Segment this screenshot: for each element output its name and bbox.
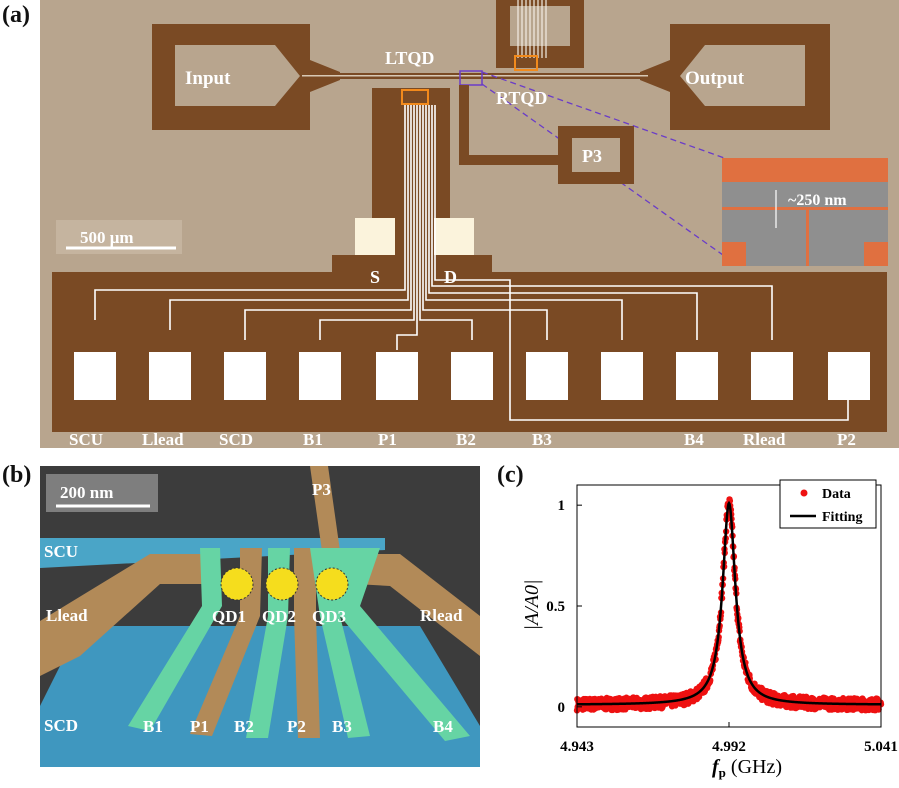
p3-pad-inner bbox=[572, 138, 620, 172]
label-qd3: QD3 bbox=[312, 607, 346, 626]
pad-label: SCD bbox=[219, 430, 253, 448]
label-llead: Llead bbox=[46, 606, 88, 625]
label-source: S bbox=[370, 267, 380, 287]
label-qd1: QD1 bbox=[212, 607, 246, 626]
panel-label-b: (b) bbox=[2, 462, 32, 488]
resonance-chart: 4.943 4.992 5.041 0 0.5 1 Data Fitting fp (GH… bbox=[521, 479, 898, 780]
x-axis-unit: (GHz) bbox=[726, 756, 782, 778]
input-electrode-inner bbox=[175, 45, 300, 106]
gate-label: B4 bbox=[433, 717, 453, 736]
gate-label: P1 bbox=[190, 717, 209, 736]
source-pad bbox=[355, 218, 395, 256]
pad-label: B4 bbox=[684, 430, 704, 448]
bond-pads bbox=[74, 352, 870, 400]
legend-marker-data bbox=[800, 489, 808, 497]
rlead-gate bbox=[355, 554, 480, 656]
fit-line bbox=[577, 500, 881, 706]
scale-bar-label: 200 nm bbox=[60, 483, 113, 502]
label-rlead: Rlead bbox=[420, 606, 463, 625]
label-qd2: QD2 bbox=[262, 607, 296, 626]
x-tick-label: 5.041 bbox=[864, 739, 898, 755]
rtqd-bundle-inner bbox=[510, 6, 570, 46]
x-axis-subscript: p bbox=[719, 765, 726, 780]
x-tick-label: 4.992 bbox=[712, 739, 746, 755]
legend-box bbox=[779, 479, 877, 529]
label-drain: D bbox=[444, 267, 457, 287]
label-output: Output bbox=[685, 68, 745, 89]
label-scu: SCU bbox=[44, 542, 78, 561]
resonator-gap bbox=[302, 75, 648, 77]
panel-label-c: (c) bbox=[497, 462, 524, 488]
x-axis-label: fp (GHz) bbox=[712, 756, 782, 780]
pad-label: B2 bbox=[456, 430, 476, 448]
panel-label-a: (a) bbox=[2, 2, 30, 28]
panel-b-svg: 200 nm P3 SCU Llead Rlead SCD QD1 QD2 QD… bbox=[40, 466, 480, 767]
panel-a-svg: Input Output LTQD RTQD P3 S D 500 μm ~25… bbox=[40, 0, 899, 449]
label-p3: P3 bbox=[582, 146, 602, 166]
label-scd: SCD bbox=[44, 716, 78, 735]
bottom-gate-labels: B1 P1 B2 P2 B3 B4 bbox=[143, 717, 453, 736]
gap-highlight-box bbox=[459, 70, 483, 86]
y-axis-label: |A/A0| bbox=[521, 580, 543, 631]
y-tick-label: 1 bbox=[558, 498, 566, 514]
chart-data-layer bbox=[573, 496, 885, 714]
x-axis-symbol: f bbox=[712, 756, 721, 778]
pad-label: P2 bbox=[837, 430, 856, 448]
x-tick-label: 4.943 bbox=[560, 739, 594, 755]
qd3-dot bbox=[315, 567, 349, 601]
label-ltqd: LTQD bbox=[385, 48, 434, 68]
label-input: Input bbox=[185, 68, 231, 89]
rtqd-marker-box bbox=[514, 55, 538, 71]
llead-gate bbox=[40, 554, 215, 676]
gate-label: P2 bbox=[287, 717, 306, 736]
chart-ticks: 4.943 4.992 5.041 0 0.5 1 bbox=[546, 498, 898, 755]
legend-label-fit: Fitting bbox=[822, 510, 862, 525]
qd2-dot bbox=[265, 567, 299, 601]
gate-pad-bar-top bbox=[332, 255, 492, 275]
output-electrode-inner bbox=[680, 45, 805, 106]
pad-label: P1 bbox=[378, 430, 397, 448]
gate-label: B1 bbox=[143, 717, 163, 736]
pad-label: B1 bbox=[303, 430, 323, 448]
pad-label: Rlead bbox=[743, 430, 786, 448]
qd1-dot bbox=[220, 567, 254, 601]
zoom-line-top bbox=[481, 71, 731, 161]
scale-bar-label: 500 μm bbox=[80, 228, 134, 247]
p3-gate bbox=[310, 466, 340, 551]
gate-label: B3 bbox=[332, 717, 352, 736]
chart-legend: Data Fitting bbox=[779, 479, 877, 529]
panel-a-device-image: Input Output LTQD RTQD P3 S D 500 μm ~25… bbox=[40, 0, 899, 449]
inset-sem bbox=[722, 158, 888, 266]
panel-c-chart: 4.943 4.992 5.041 0 0.5 1 Data Fitting fp (GH… bbox=[490, 455, 899, 783]
ltqd-marker-box bbox=[401, 89, 429, 105]
pad-labels: SCU Llead SCD B1 P1 B2 B3 B4 Rlead P2 bbox=[69, 430, 856, 449]
legend-label-data: Data bbox=[822, 487, 851, 502]
label-rtqd: RTQD bbox=[496, 88, 547, 108]
inset-dimension-label: ~250 nm bbox=[788, 192, 847, 209]
pad-label: SCU bbox=[69, 430, 103, 448]
y-tick-label: 0.5 bbox=[546, 599, 565, 615]
panel-b-sem-image: 200 nm P3 SCU Llead Rlead SCD QD1 QD2 QD… bbox=[40, 466, 480, 767]
pad-label: Llead bbox=[142, 430, 184, 448]
p3-wire bbox=[459, 85, 570, 165]
gate-label: B2 bbox=[234, 717, 254, 736]
pad-label: B3 bbox=[532, 430, 552, 448]
y-tick-label: 0 bbox=[558, 700, 566, 716]
fanout-wires bbox=[94, 105, 849, 421]
drain-pad bbox=[434, 218, 474, 256]
label-p3: P3 bbox=[312, 480, 331, 499]
rtqd-wires bbox=[517, 0, 547, 58]
